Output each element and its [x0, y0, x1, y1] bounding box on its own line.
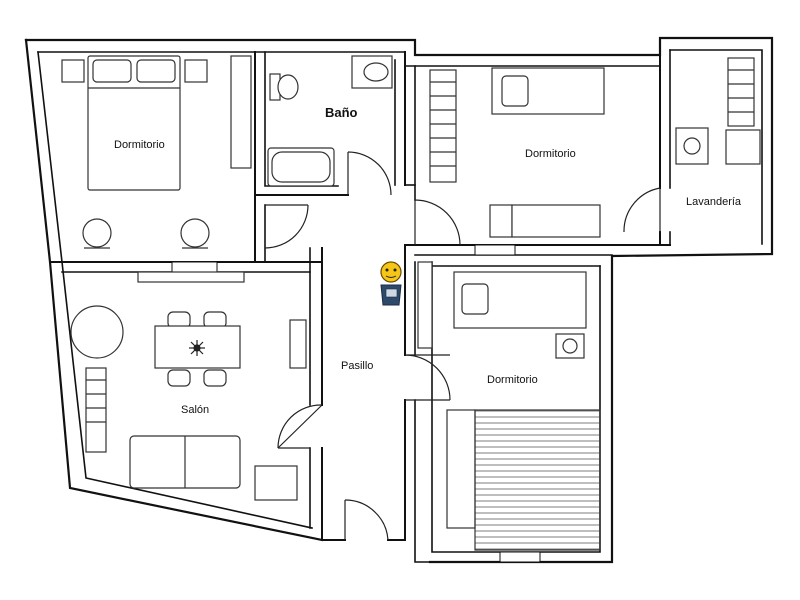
- flower-centerpiece-icon: [189, 340, 205, 356]
- walls: [24, 36, 774, 564]
- room-label-dormitorio-2: Dormitorio: [525, 148, 576, 160]
- dormitorio-3-furniture: [417, 261, 601, 551]
- doors: [264, 151, 661, 541]
- room-label-bano: Baño: [325, 105, 358, 120]
- lavanderia-furniture: [675, 57, 761, 165]
- dormitorio-1-furniture: [61, 55, 252, 249]
- room-label-lavanderia: Lavandería: [686, 196, 742, 208]
- salon-furniture: [70, 271, 307, 501]
- bano-furniture: [267, 55, 393, 187]
- room-label-salon: Salón: [181, 404, 210, 416]
- room-label-dormitorio-1: Dormitorio: [114, 139, 165, 151]
- person-marker-icon: [380, 261, 402, 306]
- dormitorio-2-furniture: [429, 67, 605, 238]
- room-label-dormitorio-3: Dormitorio: [487, 374, 538, 386]
- room-label-pasillo: Pasillo: [341, 360, 374, 372]
